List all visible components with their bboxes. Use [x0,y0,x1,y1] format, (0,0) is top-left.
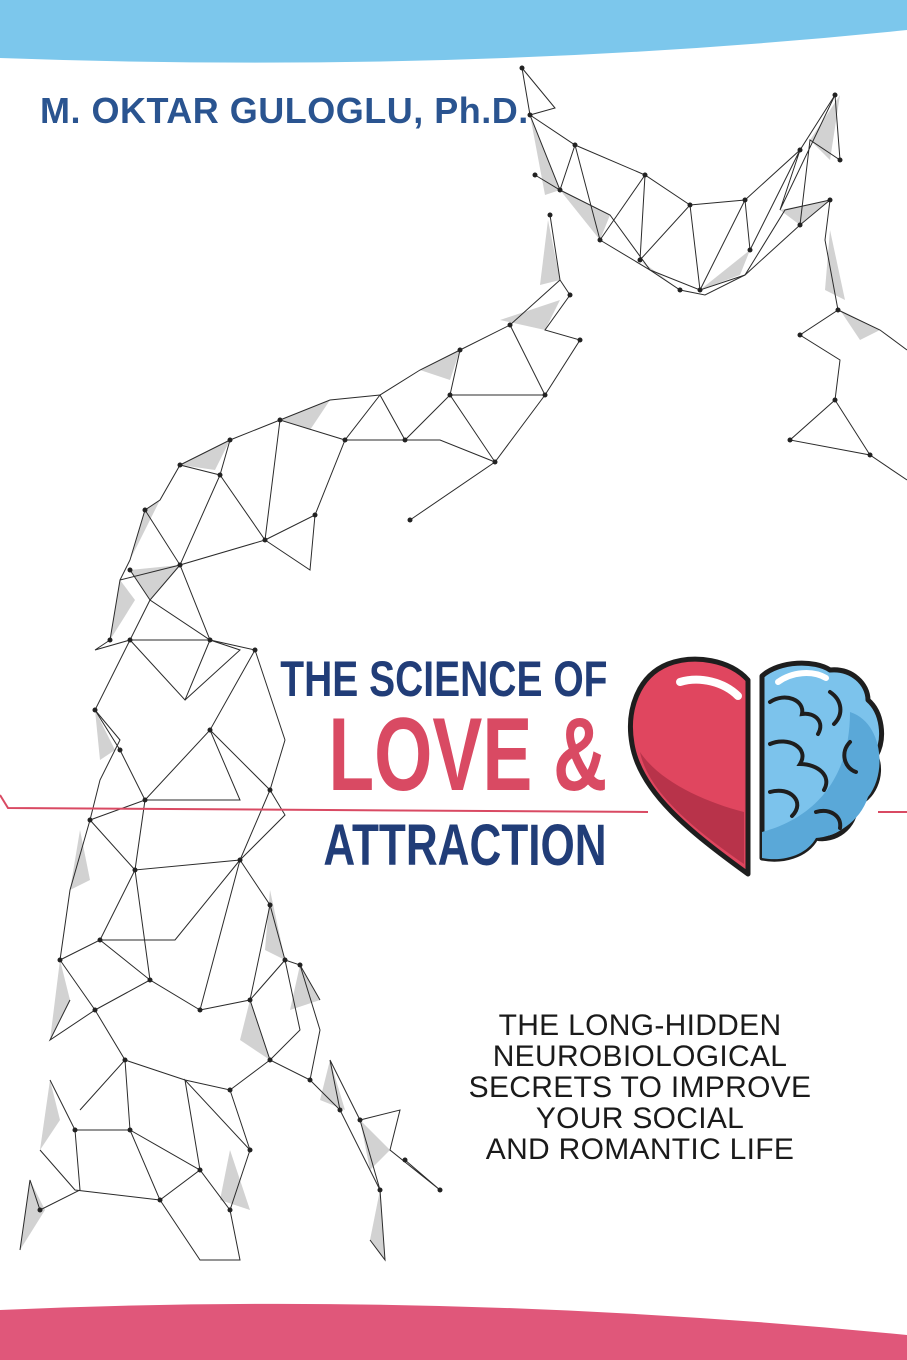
subtitle-line-1: THE LONG-HIDDEN [498,1009,782,1042]
subtitle-line-5: AND ROMANTIC LIFE [485,1133,795,1166]
subtitle-line-4: YOUR SOCIAL [535,1102,745,1135]
subtitle-line-3: SECRETS TO IMPROVE [468,1071,812,1104]
subtitle: THE LONG-HIDDEN NEUROBIOLOGICAL SECRETS … [430,1010,850,1165]
heart-brain-icon [628,656,884,877]
pulse-line [0,794,907,813]
top-band [0,0,907,63]
author-name: M. OKTAR GULOGLU, Ph.D. [40,90,529,131]
title-line-2: LOVE & [328,697,607,813]
title-line-3: ATTRACTION [323,813,607,878]
subtitle-line-2: NEUROBIOLOGICAL [492,1040,788,1073]
title-line-1: THE SCIENCE OF [279,651,607,707]
